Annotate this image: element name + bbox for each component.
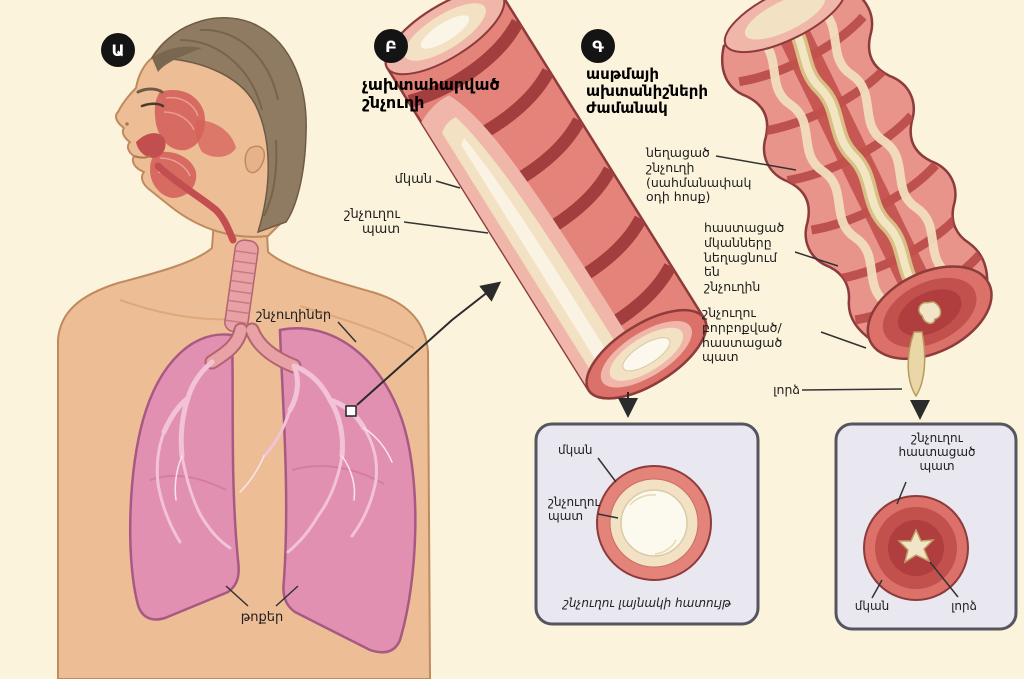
inflamed-wall-label: շնչուղու բորբոքված/ հաստացած պատ — [702, 305, 783, 365]
lungs-label: թոքեր — [240, 610, 284, 625]
narrowed-airway-label: նեղացած շնչուղի (սահմանափակ օդի հոսք) — [646, 145, 752, 205]
inset-normal-wall-leader — [597, 513, 619, 519]
trachea — [224, 239, 259, 333]
inset-asthma-muscle-leader — [871, 579, 883, 599]
asthmatic-airway-tube — [720, 0, 993, 360]
eye — [140, 102, 165, 108]
inset-asthma-muscle-label: մկան — [854, 599, 890, 613]
inset-asthma-wall-leader — [896, 481, 907, 505]
inflamed-leader — [820, 331, 867, 349]
lungs-leader-right — [275, 585, 299, 607]
muscle-label: մկան — [394, 172, 432, 187]
facial-muscles — [136, 90, 237, 244]
panel-c-title: ասթմայի ախտանիշների ժամանակ — [586, 65, 709, 117]
inset-normal-box — [534, 422, 760, 626]
thickened-leader — [794, 251, 839, 267]
narrowed-leader — [715, 155, 797, 171]
person-figure — [57, 17, 432, 679]
thickened-muscles-label: հաստացած մկանները նեղացնում են շնչուղին — [704, 220, 785, 294]
nostril — [125, 122, 129, 126]
mucus-leader — [801, 388, 903, 391]
ear — [244, 145, 266, 174]
airways-label: շնչուղիներ — [256, 308, 332, 323]
panel-c-badge: Գ — [581, 29, 615, 63]
inset-normal-muscle-leader — [597, 457, 617, 483]
inset-asthma-mucus-label: լորձ — [951, 599, 977, 613]
lungs-leader-left — [225, 585, 249, 607]
zoom-callout-arrow — [356, 281, 502, 406]
airway-wall-label: շնչուղու պատ — [344, 207, 400, 238]
leader-lines — [225, 155, 903, 607]
hair — [150, 17, 307, 234]
inset-normal-caption: շնչուղու լայնակի հատույթ — [562, 596, 732, 610]
mucus-label: լորձ — [773, 382, 800, 397]
right-lung — [278, 327, 417, 654]
wall-b-leader — [403, 221, 489, 234]
inset-normal-cross-section — [596, 465, 712, 581]
panel-b-title: չախտահարված շնչուղի — [362, 75, 500, 112]
zoom-source-marker — [345, 405, 357, 417]
eyebrow — [136, 87, 164, 94]
inset-asthma-cross-section — [863, 495, 969, 601]
inset-normal-muscle-label: մկան — [558, 443, 593, 457]
mouth-line — [133, 155, 151, 159]
panel-a-badge: Ա — [101, 33, 135, 67]
inset-asthma-mucus-leader — [929, 561, 959, 598]
airways-leader — [337, 321, 357, 343]
inset-asthma-box — [834, 422, 1018, 631]
lungs — [128, 327, 417, 654]
inset-asthma-wall-label: շնչուղու հաստացած պատ — [898, 431, 976, 473]
bronchial-tree — [155, 322, 393, 554]
inset-normal-wall-label: շնչուղու պատ — [548, 495, 600, 523]
normal-airway-tube — [384, 0, 708, 400]
mucus-drip — [907, 331, 926, 398]
muscle-b-leader — [435, 180, 461, 189]
panel-b-badge: Բ — [374, 29, 408, 63]
